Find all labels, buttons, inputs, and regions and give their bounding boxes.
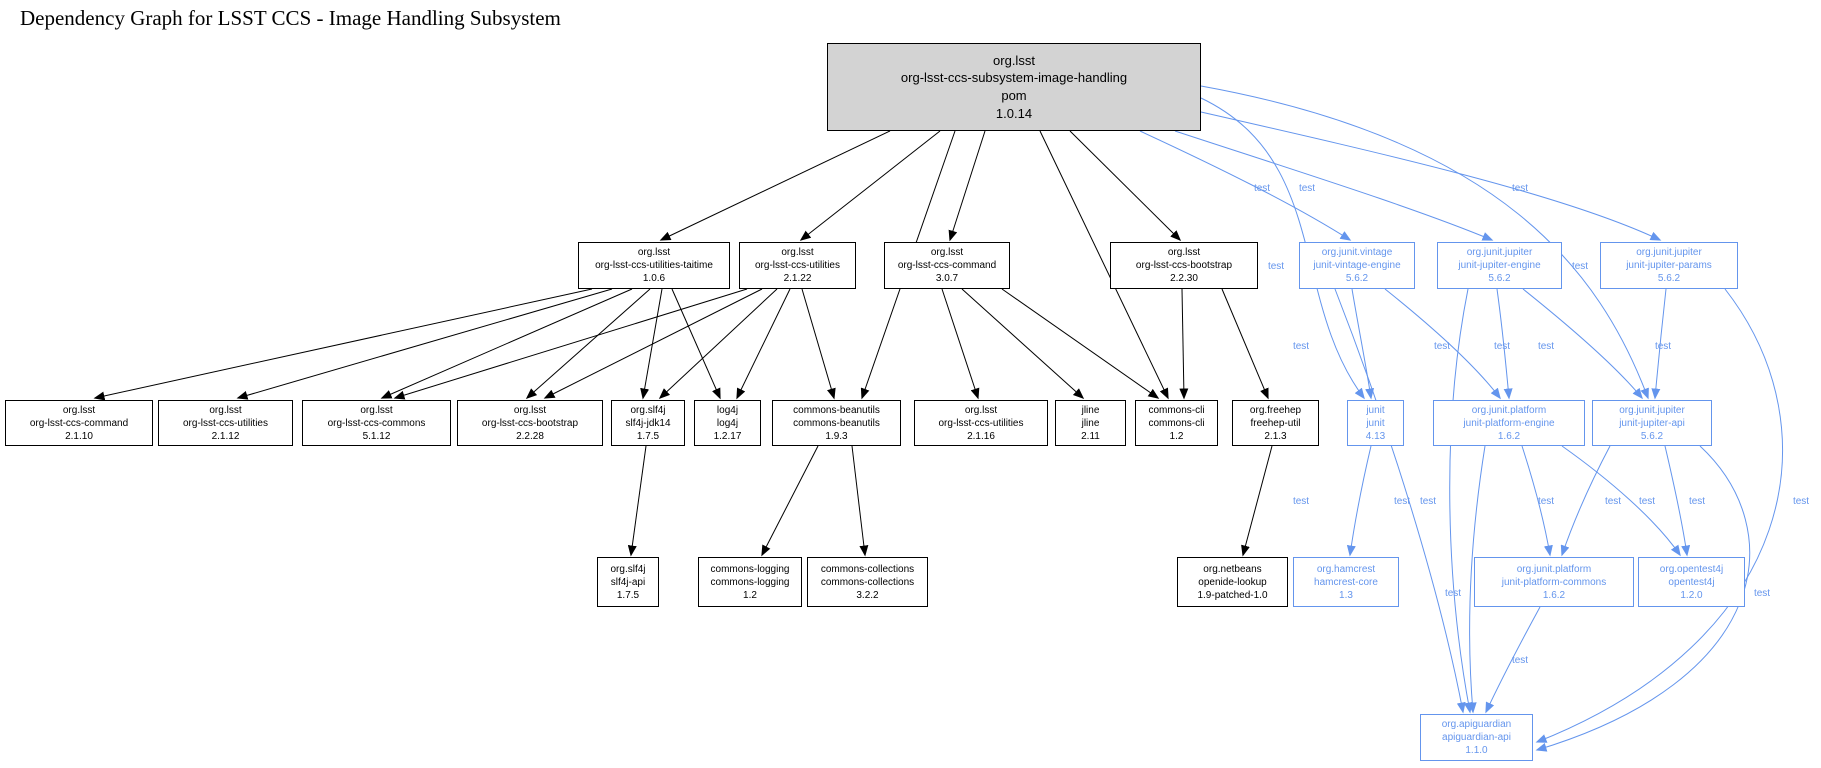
edge-scope-label: test: [1538, 496, 1554, 507]
edge-vintage_engine-to-junit4: [1351, 288, 1375, 400]
edge-root-to-vintage_engine: [1139, 130, 1352, 241]
node-junit-jupiter-params: org.junit.jupiter junit-jupiter-params 5…: [1600, 242, 1738, 289]
node-image-handling-pom: org.lsst org-lsst-ccs-subsystem-image-ha…: [827, 43, 1201, 131]
page-title: Dependency Graph for LSST CCS - Image Ha…: [20, 6, 561, 30]
node-opentest4j: org.opentest4j opentest4j 1.2.0: [1638, 557, 1745, 607]
edge-taitime-to-commons_5_1_12: [380, 288, 633, 399]
edge-jupiter_api-to-platform_commons: [1560, 445, 1611, 557]
node-bootstrap-2-2-28: org.lsst org-lsst-ccs-bootstrap 2.2.28: [457, 400, 603, 446]
edge-root-to-command_3_0_7: [948, 130, 986, 242]
edge-root-to-jupiter_params: [1200, 111, 1662, 241]
node-bootstrap-2-2-30: org.lsst org-lsst-ccs-bootstrap 2.2.30: [1110, 242, 1258, 289]
node-commons-collections: commons-collections commons-collections …: [807, 557, 928, 607]
edge-scope-label: test: [1639, 496, 1655, 507]
edge-root-to-commons_cli: [1039, 130, 1169, 400]
node-freehep-util: org.freehep freehep-util 2.1.3: [1232, 400, 1319, 446]
edge-commons_beanutils-to-commons_collections: [851, 445, 869, 557]
node-command-2-1-10: org.lsst org-lsst-ccs-command 2.1.10: [5, 400, 153, 446]
node-commons-cli: commons-cli commons-cli 1.2: [1135, 400, 1218, 446]
edge-scope-label: test: [1420, 496, 1436, 507]
node-junit-platform-engine: org.junit.platform junit-platform-engine…: [1433, 400, 1585, 446]
edge-jupiter_engine-to-jupiter_api: [1522, 288, 1643, 400]
edge-scope-label: test: [1445, 588, 1461, 599]
node-junit-jupiter-engine: org.junit.jupiter junit-jupiter-engine 5…: [1437, 242, 1562, 289]
edge-scope-label: test: [1268, 261, 1284, 272]
node-slf4j-api: org.slf4j slf4j-api 1.7.5: [597, 557, 659, 607]
edge-slf4j_jdk14-to-slf4j_api: [627, 445, 647, 557]
edge-scope-label: test: [1512, 655, 1528, 666]
node-openide-lookup: org.netbeans openide-lookup 1.9-patched-…: [1177, 557, 1288, 607]
node-commons-5-1-12: org.lsst org-lsst-ccs-commons 5.1.12: [302, 400, 451, 446]
node-log4j: log4j log4j 1.2.17: [694, 400, 761, 446]
node-command-3-0-7: org.lsst org-lsst-ccs-command 3.0.7: [884, 242, 1010, 289]
edge-scope-label: test: [1655, 341, 1671, 352]
edge-utilities_2_1_22-to-log4j: [736, 288, 791, 400]
edge-utilities_2_1_22-to-slf4j_jdk14: [658, 288, 778, 400]
edge-root-to-bootstrap_2_2_30: [1069, 130, 1182, 242]
node-junit-vintage-engine: org.junit.vintage junit-vintage-engine 5…: [1299, 242, 1415, 289]
edge-platform_engine-to-apiguardian: [1467, 445, 1486, 714]
edge-root-to-taitime: [659, 130, 891, 241]
edge-scope-label: test: [1689, 496, 1705, 507]
edge-taitime-to-utilities_2_1_12: [236, 288, 613, 400]
node-apiguardian-api: org.apiguardian apiguardian-api 1.1.0: [1420, 714, 1533, 761]
node-junit-platform-commons: org.junit.platform junit-platform-common…: [1474, 557, 1634, 607]
edge-platform_engine-to-opentest4j: [1561, 445, 1681, 557]
edge-taitime-to-command_2_1_10: [93, 288, 593, 401]
edge-platform_engine-to-platform_commons: [1521, 445, 1553, 557]
edge-vintage_engine-to-platform_engine: [1384, 288, 1501, 400]
node-utilities-2-1-16: org.lsst org-lsst-ccs-utilities 2.1.16: [914, 400, 1048, 446]
edge-freehep_util-to-openide_lookup: [1241, 445, 1273, 557]
edge-scope-label: test: [1605, 496, 1621, 507]
edge-root-to-junit4: [1200, 97, 1365, 400]
edge-bootstrap_2_2_30-to-commons_cli: [1179, 288, 1189, 400]
edge-scope-label: test: [1793, 496, 1809, 507]
edge-utilities_2_1_22-to-bootstrap_2_2_28: [543, 288, 763, 399]
edge-jupiter_engine-to-platform_engine: [1496, 288, 1513, 400]
edge-command_3_0_7-to-jline: [961, 288, 1085, 400]
edge-command_3_0_7-to-commons_cli: [1001, 288, 1160, 399]
edge-scope-label: test: [1293, 496, 1309, 507]
edge-scope-label: test: [1299, 183, 1315, 194]
edge-vintage_engine-to-apiguardian: [1334, 288, 1466, 714]
edge-scope-label: test: [1494, 341, 1510, 352]
edge-jupiter_params-to-jupiter_api: [1651, 288, 1667, 400]
node-hamcrest-core: org.hamcrest hamcrest-core 1.3: [1293, 557, 1399, 607]
edge-command_3_0_7-to-utilities_2_1_16: [941, 288, 980, 400]
node-utilities-taitime-1-0-6: org.lsst org-lsst-ccs-utilities-taitime …: [578, 242, 730, 289]
edge-scope-label: test: [1394, 496, 1410, 507]
edge-utilities_2_1_22-to-commons_5_1_12: [393, 288, 748, 400]
edge-utilities_2_1_22-to-commons_beanutils: [801, 288, 836, 400]
edge-scope-label: test: [1572, 261, 1588, 272]
node-slf4j-jdk14: org.slf4j slf4j-jdk14 1.7.5: [611, 400, 685, 446]
edge-scope-label: test: [1754, 588, 1770, 599]
edge-jupiter_params-to-apiguardian: [1535, 288, 1783, 743]
node-commons-beanutils: commons-beanutils commons-beanutils 1.9.…: [772, 400, 901, 446]
edge-scope-label: test: [1538, 341, 1554, 352]
edge-root-to-utilities_2_1_22: [799, 130, 941, 241]
node-utilities-2-1-12: org.lsst org-lsst-ccs-utilities 2.1.12: [158, 400, 293, 446]
edge-root-to-jupiter_engine: [1174, 130, 1494, 241]
edge-scope-label: test: [1254, 183, 1270, 194]
edge-scope-label: test: [1434, 341, 1450, 352]
edge-platform_commons-to-apiguardian: [1485, 606, 1541, 714]
edge-scope-label: test: [1512, 183, 1528, 194]
edge-taitime-to-log4j: [671, 288, 721, 400]
edge-root-to-jupiter_api: [1200, 85, 1649, 400]
node-utilities-2-1-22: org.lsst org-lsst-ccs-utilities 2.1.22: [739, 242, 856, 289]
node-junit-jupiter-api: org.junit.jupiter junit-jupiter-api 5.6.…: [1592, 400, 1712, 446]
node-jline: jline jline 2.11: [1055, 400, 1126, 446]
edge-bootstrap_2_2_30-to-freehep_util: [1221, 288, 1269, 400]
node-commons-logging: commons-logging commons-logging 1.2: [698, 557, 802, 607]
edge-jupiter_engine-to-apiguardian: [1449, 288, 1473, 714]
node-junit-4-13: junit junit 4.13: [1347, 400, 1404, 446]
edge-scope-label: test: [1293, 341, 1309, 352]
edge-taitime-to-bootstrap_2_2_28: [525, 288, 651, 399]
edge-junit4-to-hamcrest_core: [1346, 445, 1372, 557]
edge-commons_beanutils-to-commons_logging: [761, 445, 819, 557]
edge-jupiter_api-to-opentest4j: [1664, 445, 1691, 557]
